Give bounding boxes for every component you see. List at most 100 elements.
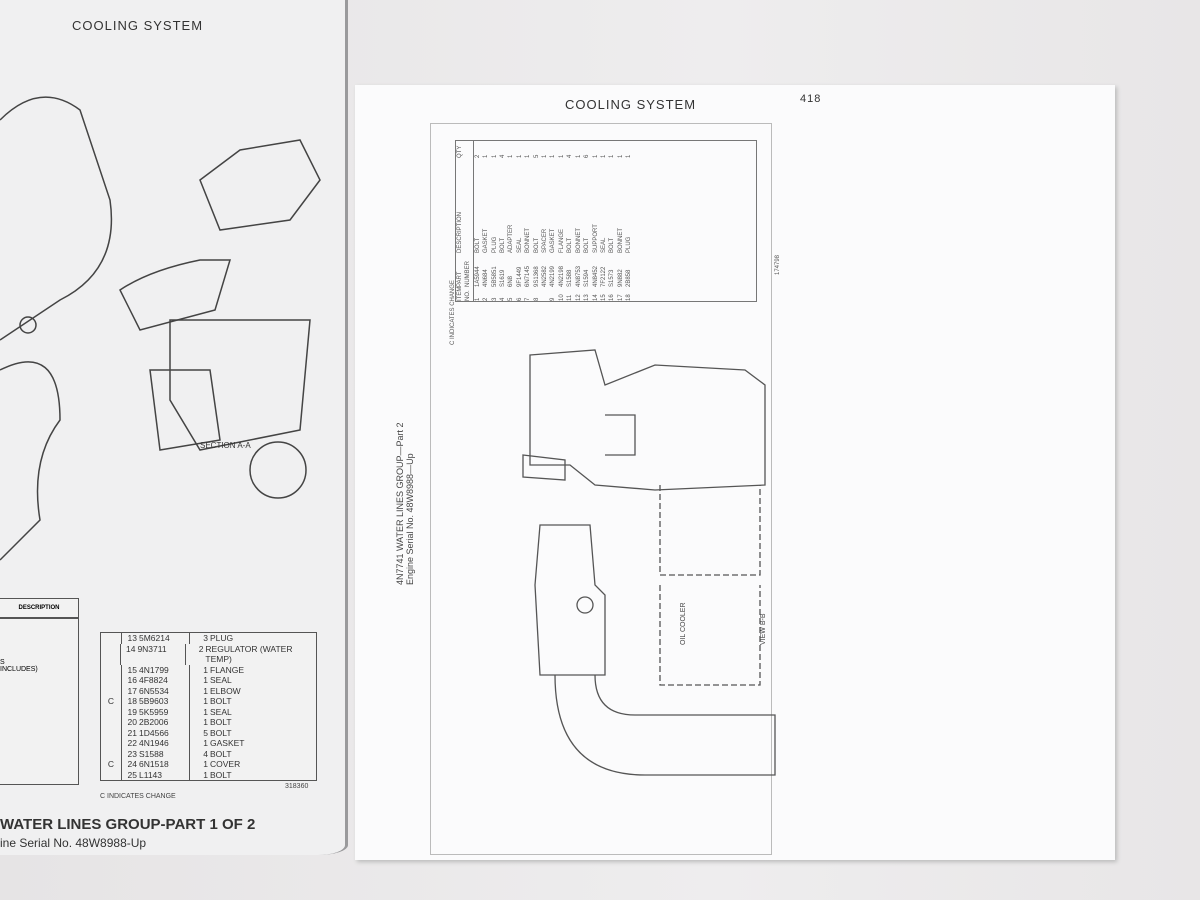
table-cell: PLUG: [491, 236, 498, 253]
table-cell: GASKET: [483, 228, 490, 253]
partial-text: INCLUDES): [0, 666, 38, 673]
table-cell: 1: [516, 154, 523, 158]
table-cell: [101, 728, 121, 739]
table-cell: 1: [203, 717, 208, 727]
table-cell: BONNET: [525, 227, 532, 253]
table-cell: 1: [508, 154, 515, 158]
table-cell: S1588: [567, 269, 574, 287]
table-cell: 18: [121, 696, 137, 707]
table-cell: 2: [198, 643, 204, 654]
left-page-header: COOLING SYSTEM: [72, 18, 204, 33]
table-cell: 1: [558, 154, 565, 158]
table-cell: 1: [542, 154, 549, 158]
left-ref-number: 318360: [285, 783, 309, 790]
table-row: 7 6N7145 BONNET 1: [524, 141, 532, 301]
table-cell: S1573: [609, 269, 616, 287]
table-cell: 2: [483, 297, 490, 301]
table-cell: 13: [584, 294, 591, 301]
table-cell: COVER: [210, 759, 241, 769]
table-cell: PLUG: [626, 236, 633, 253]
table-cell: 5M6214: [137, 633, 190, 644]
table-cell: 1: [203, 706, 208, 717]
table-cell: 22: [121, 738, 137, 749]
table-cell: 5: [203, 727, 208, 738]
table-cell: BOLT: [210, 727, 232, 738]
table-cell: 9N882: [617, 269, 624, 287]
table-cell: 1: [525, 154, 532, 158]
left-title: WATER LINES GROUP-PART 1 OF 2: [0, 816, 256, 833]
table-cell: BOLT: [210, 748, 232, 759]
table-cell: SEAL: [210, 675, 232, 685]
table-cell: BOLT: [210, 696, 232, 706]
table-cell: 9: [550, 297, 557, 301]
table-cell: 1: [609, 154, 616, 158]
table-cell: [101, 644, 120, 665]
table-row: 4N2582 SPACER 1: [541, 141, 549, 301]
table-cell: [101, 633, 121, 644]
table-cell: 7: [525, 297, 532, 301]
table-cell: SPACER: [542, 228, 549, 253]
table-cell: 4: [567, 154, 574, 158]
table-cell: 7F2122: [600, 266, 607, 287]
table-cell: 5: [533, 154, 540, 158]
table-cell: 6N8: [508, 275, 515, 287]
table-cell: 5K5959: [137, 706, 190, 717]
table-cell: BOLT: [567, 237, 574, 253]
table-cell: 24: [121, 759, 137, 770]
left-page: COOLING SYSTEM SECTION A-A DESCRIPTION S…: [0, 0, 348, 855]
table-cell: 5: [508, 297, 515, 301]
table-cell: 1: [203, 738, 208, 748]
table-cell: 9N3711: [135, 643, 187, 665]
column-header: DESCRIPTION: [457, 211, 463, 253]
right-ref-number: 174798: [775, 254, 781, 275]
left-serial: ine Serial No. 48W8988-Up: [0, 836, 147, 850]
table-cell: BONNET: [617, 227, 624, 253]
table-cell: 1: [575, 154, 582, 158]
table-cell: 10: [558, 294, 565, 301]
table-cell: BOLT: [609, 237, 616, 253]
table-cell: [101, 717, 121, 728]
table-cell: 4N1799: [137, 664, 190, 675]
right-diagram: OIL COOLER VIEW B-B: [522, 349, 776, 776]
column-header: ITEM NO.: [457, 286, 472, 301]
table-cell: 18: [626, 294, 633, 301]
table-cell: PLUG: [210, 633, 234, 643]
table-cell: 4: [203, 748, 208, 759]
table-cell: 1: [592, 154, 599, 158]
table-cell: S1588: [137, 748, 190, 759]
table-cell: 4N8753: [575, 265, 582, 287]
table-cell: FLANGE: [558, 228, 565, 253]
table-cell: 4N2582: [542, 265, 549, 287]
table-cell: 1: [203, 696, 208, 706]
table-cell: 6: [584, 154, 591, 158]
table-cell: 6N1518: [137, 759, 190, 770]
table-cell: 4N2198: [558, 265, 565, 287]
table-cell: SEAL: [600, 237, 607, 253]
table-cell: 6N7145: [525, 265, 532, 287]
table-cell: [101, 749, 121, 760]
table-cell: 1: [491, 154, 498, 158]
table-row: 10 4N2198 FLANGE 1: [558, 141, 566, 301]
left-description-table: DESCRIPTION S INCLUDES): [0, 598, 79, 785]
page-number: 418: [800, 93, 822, 105]
table-cell: 4: [500, 297, 507, 301]
table-cell: 1: [474, 297, 481, 301]
table-cell: 1: [483, 154, 490, 158]
table-cell: 16: [121, 675, 137, 686]
